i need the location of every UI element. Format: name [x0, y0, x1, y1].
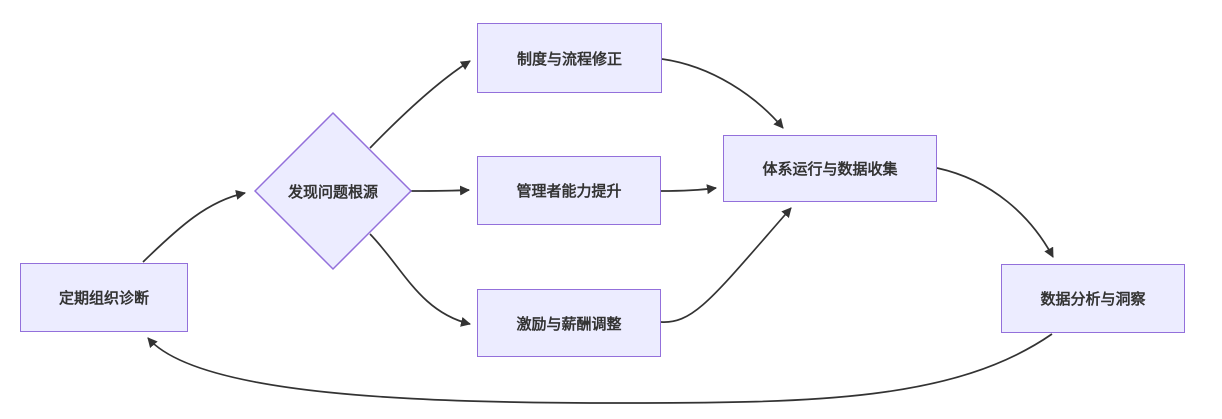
- node-manager-capability: 管理者能力提升: [477, 156, 661, 225]
- node-periodic-diagnosis: 定期组织诊断: [20, 263, 188, 332]
- node-data-analysis-label: 数据分析与洞察: [1040, 291, 1146, 308]
- node-process-fix-label: 制度与流程修正: [516, 50, 622, 68]
- edge-system-to-analysis: [936, 167, 1054, 258]
- edge-processfix-to-system: [661, 58, 784, 129]
- edge-rootcause-to-processfix: [369, 60, 471, 149]
- node-process-fix: 制度与流程修正: [477, 23, 662, 93]
- node-manager-capability-label: 管理者能力提升: [516, 183, 622, 200]
- edge-analysis-to-diagnosis: [147, 333, 1053, 404]
- node-find-root-cause-shape: [253, 111, 413, 271]
- node-periodic-diagnosis-label: 定期组织诊断: [58, 290, 149, 307]
- edge-rootcause-to-incentive: [369, 233, 471, 327]
- node-system-run-data-label: 体系运行与数据收集: [762, 161, 898, 178]
- edge-manager-to-system: [660, 184, 717, 195]
- node-find-root-cause: 发现问题根源: [256, 163, 410, 219]
- edge-incentive-to-system: [660, 207, 792, 323]
- edge-rootcause-to-manager: [410, 185, 470, 196]
- node-data-analysis: 数据分析与洞察: [1001, 264, 1185, 333]
- node-system-run-data: 体系运行与数据收集: [723, 135, 937, 202]
- node-find-root-cause-label: 发现问题根源: [287, 183, 378, 201]
- edge-diagnosis-to-rootcause: [142, 190, 246, 263]
- node-incentive-adjustment: 激励与薪酬调整: [477, 289, 661, 357]
- node-incentive-adjustment-label: 激励与薪酬调整: [516, 315, 622, 333]
